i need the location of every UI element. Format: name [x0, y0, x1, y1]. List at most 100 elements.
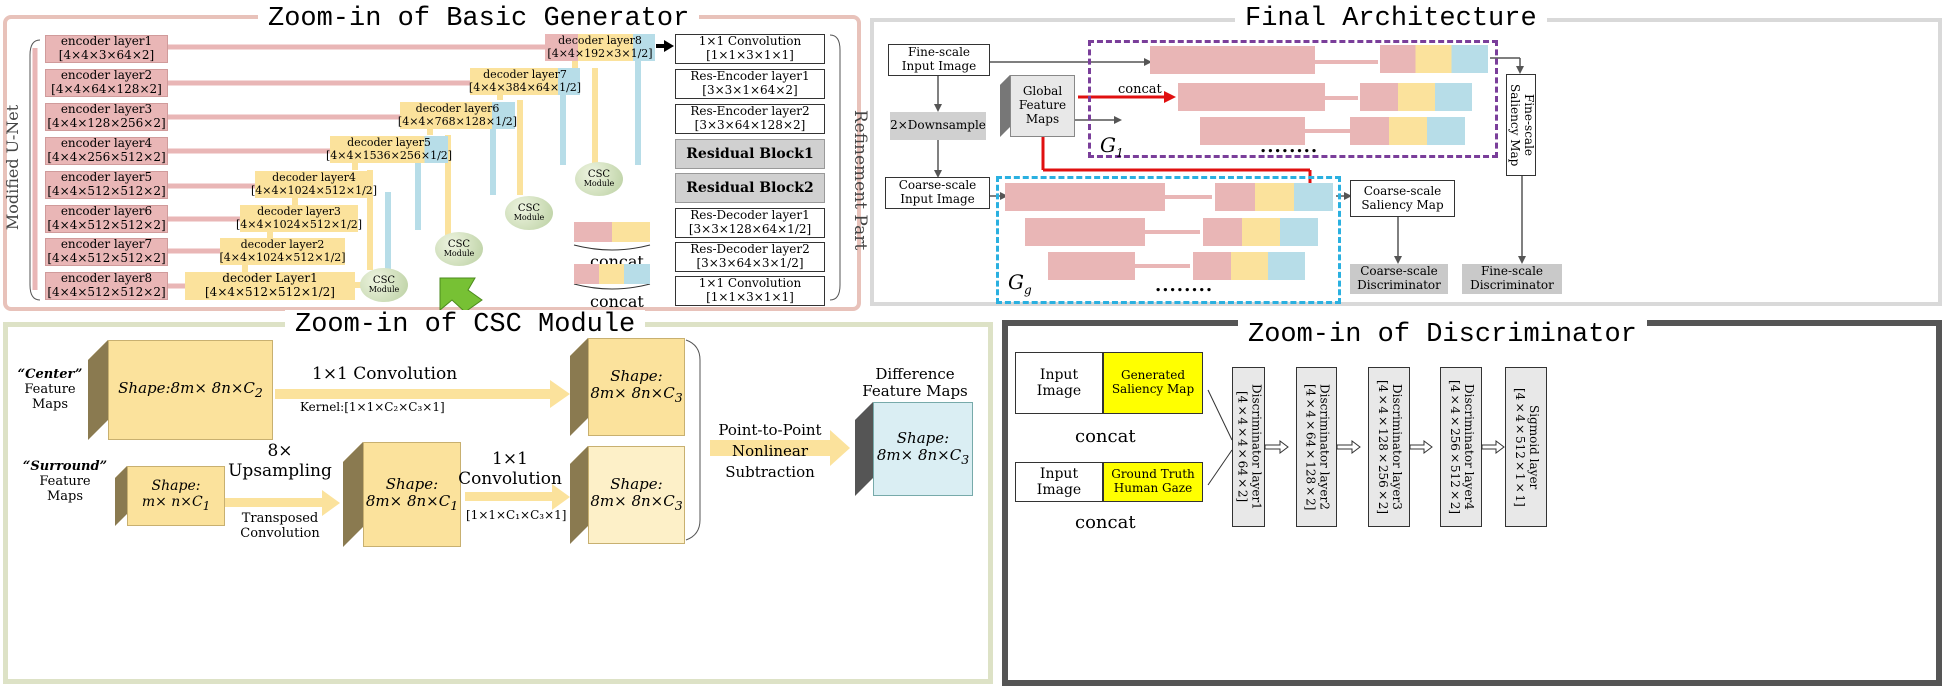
decoder-name: decoder layer4	[272, 170, 356, 184]
out2-shape-line1: Shape:	[610, 475, 663, 494]
g1-letter: G	[1100, 133, 1116, 157]
diff-label-line2: Feature Maps	[862, 382, 968, 401]
csc-sublabel: Module	[443, 249, 475, 259]
final-architecture-title: Final Architecture	[1235, 4, 1547, 34]
difference-cube: Shape:8m× 8n×C3	[855, 402, 973, 496]
decoder-layer8: decoder layer8[4×4×192×3×1/2]	[545, 34, 655, 61]
concat-legend-2-blue	[624, 264, 650, 284]
disc-input1-line2: Image	[1036, 383, 1082, 399]
decoder-layer3: decoder layer3[4×4×1024×512×1/2]	[236, 205, 362, 232]
downsample-label: 2×Downsample	[890, 118, 986, 133]
upsample-line1: 8×	[267, 441, 293, 461]
encoder-dims: [4×4×512×512×2]	[47, 184, 166, 198]
encoder-dims: [4×4×3×64×2]	[58, 48, 155, 62]
g1-row2-block	[1178, 83, 1325, 111]
fine-disc-line2: Discriminator	[1470, 278, 1554, 292]
discriminator-title: Zoom-in of Discriminator	[1238, 320, 1647, 350]
out2-cube-front: Shape:8m× 8n×C3	[588, 446, 685, 544]
decoder-name: decoder layer6	[415, 101, 500, 115]
generated-line1: Generated	[1120, 368, 1185, 383]
refinement-conv-1: 1×1 Convolution[1×1×3×1×1]	[675, 34, 825, 64]
concat-red-label: concat	[1118, 82, 1162, 97]
kernel-top-label: Kernel:[1×1×C₂×C₃×1]	[300, 400, 445, 414]
surround-label-line1: “Surround”	[22, 459, 108, 474]
encoder-layer6: encoder layer6[4×4×512×512×2]	[45, 204, 168, 233]
disc-layer2-name: Discriminator layer2	[1317, 384, 1332, 510]
surround-label-line2: Feature	[39, 473, 91, 489]
disc-layer4-dims: [4×4×256×512×2]	[1448, 379, 1462, 515]
out2-shape-line2: 8m× 8n×C3	[590, 493, 682, 513]
up-shape-main: 8m× 8n×C	[365, 491, 451, 510]
out2-shape-main: 8m× 8n×C	[590, 492, 675, 511]
encoder-name: encoder layer8	[60, 271, 153, 286]
refinement-name: 1×1 Convolution	[698, 276, 802, 291]
generated-line2: Saliency Map	[1111, 382, 1195, 396]
up-cube-side	[343, 442, 363, 547]
center-shape-text: Shape:8m× 8n×C2	[118, 378, 263, 400]
subtraction-line1: Point-to-Point	[718, 421, 822, 439]
diff-cube-side	[855, 402, 873, 496]
concat-legend-1-yellow	[612, 222, 650, 242]
center-label-line3: Maps	[31, 396, 69, 412]
surround-cube-side	[115, 466, 127, 526]
g1-row3-concat	[1350, 117, 1465, 145]
csc-sublabel: Module	[583, 179, 615, 189]
decoder-dims: [4×4×1024×512×1/2]	[250, 183, 378, 197]
sigmoid-name: Sigmoid layer	[1526, 404, 1541, 490]
gg-subscript: g	[1023, 283, 1032, 297]
encoder-layer3: encoder layer3[4×4×128×256×2]	[45, 102, 168, 131]
diff-cube-front: Shape:8m× 8n×C3	[873, 402, 973, 496]
refinement-name: Residual Block1	[686, 145, 814, 162]
disc-layer2-dims: [4×4×64×128×2]	[1303, 383, 1318, 511]
decoder-dims: [4×4×1536×256×1/2]	[325, 148, 453, 162]
encoder-layer4: encoder layer4[4×4×256×512×2]	[45, 136, 168, 165]
global-line1: Global	[1022, 84, 1063, 99]
modified-unet-label: Modified U-Net	[3, 104, 23, 231]
sigmoid-dims: [4×4×512×1×1]	[1513, 387, 1527, 507]
surround-shape-line1: Shape:	[151, 478, 201, 495]
disc-layer4-name: Discriminator layer4	[1461, 384, 1476, 510]
concat-legend-2-yellow	[599, 264, 624, 284]
gg-dashed-box	[996, 176, 1341, 304]
diff-label-line1: Difference	[875, 365, 955, 383]
encoder-layer7: encoder layer7[4×4×512×512×2]	[45, 237, 168, 266]
surround-shape-sub: 1	[202, 499, 211, 514]
disc-input1-line1: Input	[1039, 366, 1079, 383]
coarse-input-line2: Input Image	[900, 192, 975, 206]
diff-shape-main: 8m× 8n×C	[876, 446, 962, 465]
disc-input2-line1: Input	[1039, 465, 1079, 482]
gg-label: Gg	[1008, 270, 1032, 297]
disc-layer2-text: Discriminator layer2 [4×4×64×128×2]	[1303, 368, 1332, 526]
g1-dashed-box	[1088, 40, 1498, 158]
decoder-name: decoder layer2	[240, 237, 325, 251]
discriminator-layer1: Discriminator layer1 [4×4×4×64×2]	[1232, 367, 1265, 527]
g1-label: G1	[1100, 133, 1124, 160]
refinement-conv-2: 1×1 Convolution[1×1×3×1×1]	[675, 276, 825, 306]
center-cube-side	[88, 340, 108, 440]
center-feature-cube: Shape:8m× 8n×C2	[88, 340, 273, 440]
discriminator-layer4: Discriminator layer4 [4×4×256×512×2]	[1440, 367, 1482, 527]
up-shape-line2: 8m× 8n×C1	[365, 491, 458, 513]
disc-layer1-text: Discriminator layer1 [4×4×4×64×2]	[1235, 368, 1264, 526]
center-shape-sub: 2	[254, 384, 263, 400]
fine-saliency-text: Fine-scale Saliency Map	[1508, 83, 1536, 167]
surround-shape-line2: m× n×C1	[142, 494, 210, 513]
refinement-res-decoder-2: Res-Decoder layer2[3×3×64×3×1/2]	[675, 242, 825, 272]
g1-row1-concat	[1380, 45, 1488, 73]
conv-bottom-line1: 1×1	[492, 449, 528, 469]
out2-cube-side	[570, 446, 588, 544]
decoder-name: decoder layer7	[483, 67, 567, 81]
coarse-disc-line1: Coarse-scale	[1360, 264, 1438, 279]
refinement-dims: [1×1×3×1×1]	[706, 48, 794, 62]
decoder-dims: [4×4×384×64×1/2]	[468, 80, 582, 94]
center-shape-main: Shape:8m× 8n×C	[118, 378, 255, 397]
g1-row2-concat	[1360, 83, 1472, 111]
decoder-layer1: decoder Layer1[4×4×512×512×1/2]	[185, 271, 355, 300]
subtraction-line2: Nonlinear	[731, 442, 809, 460]
